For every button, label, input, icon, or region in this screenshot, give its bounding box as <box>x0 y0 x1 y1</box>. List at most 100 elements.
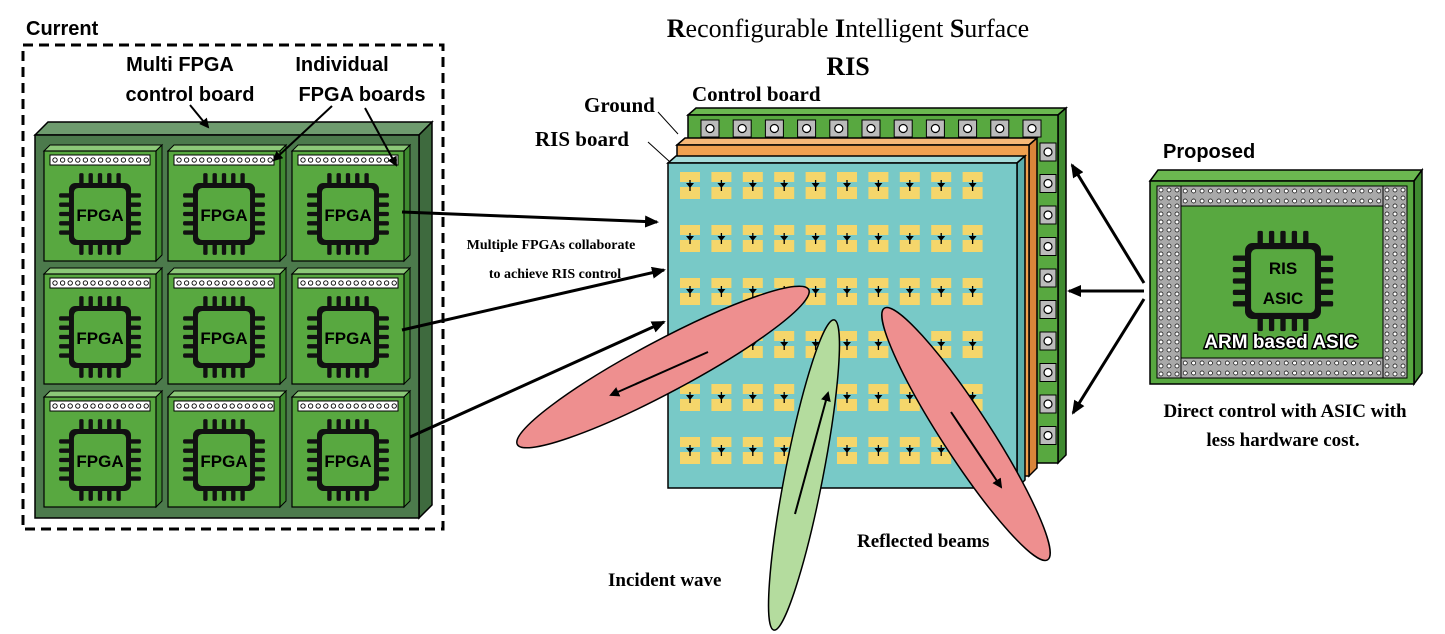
diode-icon <box>905 392 914 403</box>
pin-header-icon <box>732 119 752 138</box>
diode-icon <box>686 180 694 191</box>
multi-fpga-label-line2: control board <box>126 84 255 106</box>
incident-wave-beam <box>767 319 841 631</box>
fpga-chip-label: FPGA <box>324 452 371 471</box>
diode-icon <box>748 180 757 191</box>
diode-icon <box>843 180 851 191</box>
pin-header-icon <box>1039 394 1057 414</box>
pin-header-icon <box>1180 185 1384 207</box>
asic-chip-icon <box>1232 230 1334 332</box>
fpga-chip-label: FPGA <box>76 329 123 348</box>
ris-unit-cell <box>711 278 732 305</box>
fpga-chip-label: FPGA <box>200 452 247 471</box>
diode-icon <box>937 180 946 191</box>
pin-header-icon <box>1039 268 1057 288</box>
fpga-board-1: FPGA <box>42 143 164 263</box>
ris-unit-cell <box>711 225 732 252</box>
pin-header-icon <box>1039 237 1057 256</box>
proposed-section: Proposed RIS ASIC ARM based ASIC Direct … <box>1148 141 1424 451</box>
multi-fpga-label-line1: Multi FPGA <box>126 54 234 76</box>
diode-icon <box>780 445 789 456</box>
diode-icon <box>843 233 851 244</box>
asic-chip-line1: RIS <box>1269 259 1297 278</box>
ris-unit-cell <box>680 172 700 199</box>
diode-icon <box>717 445 726 456</box>
diode-icon <box>968 233 977 244</box>
ris-unit-cell <box>774 172 795 199</box>
ris-unit-cell <box>868 172 889 199</box>
diode-icon <box>874 286 883 297</box>
pointer-multi-board <box>189 104 210 129</box>
proposed-title: Proposed <box>1163 141 1255 163</box>
pin-header-icon <box>1039 363 1057 382</box>
diode-icon <box>780 180 789 191</box>
diode-icon <box>937 339 946 350</box>
fpga-chip-icon <box>59 296 141 378</box>
pointer-individual-board-2 <box>364 107 397 167</box>
pin-header-icon <box>925 119 945 138</box>
diode-icon <box>937 233 946 244</box>
pin-header-icon <box>49 277 151 289</box>
diode-icon <box>874 339 883 350</box>
proposed-caption-line2: less hardware cost. <box>1206 430 1359 451</box>
diode-icon <box>874 180 883 191</box>
diode-icon <box>686 233 694 244</box>
pin-header-icon <box>1039 426 1057 445</box>
asic-board-pin-headers <box>1156 185 1408 379</box>
pin-header-icon <box>173 400 275 412</box>
diode-icon <box>811 286 820 297</box>
pin-header-icon <box>861 119 881 138</box>
asic-chip-icon <box>1232 230 1334 332</box>
fpga-board-6: FPGA <box>290 266 412 386</box>
fpga-chip-label: FPGA <box>200 206 247 225</box>
title-rest-s: urface <box>964 14 1029 43</box>
diode-icon <box>748 286 757 297</box>
ris-unit-cell <box>868 331 889 358</box>
fpga-chip-icon <box>183 296 265 378</box>
ris-unit-cell <box>837 331 857 358</box>
ris-unit-cell <box>931 437 952 464</box>
diode-icon <box>780 233 789 244</box>
pin-header-icon <box>173 154 275 166</box>
asic-chip-line2: ASIC <box>1263 289 1304 308</box>
collab-label-line1: Multiple FPGAs collaborate <box>467 238 636 253</box>
ris-unit-cell <box>837 172 857 199</box>
diode-icon <box>686 286 694 297</box>
diode-icon <box>874 233 883 244</box>
ris-unit-cell <box>805 278 826 305</box>
title-rest-i: ntelligent <box>845 14 950 43</box>
diode-icon <box>843 392 851 403</box>
individual-fpga-label-line2: FPGA boards <box>298 84 425 106</box>
fpga-chip-label: FPGA <box>76 452 123 471</box>
diode-icon <box>843 339 851 350</box>
diode-icon <box>905 180 914 191</box>
fpga-chip-icon <box>59 419 141 501</box>
fpga-chip-label: FPGA <box>200 329 247 348</box>
ris-unit-cell <box>931 225 952 252</box>
current-title: Current <box>26 18 99 40</box>
pin-header-icon <box>1039 331 1057 351</box>
diode-icon <box>968 180 977 191</box>
pin-header-icon <box>1156 185 1182 379</box>
ris-unit-cell <box>774 331 795 358</box>
diode-icon <box>717 286 726 297</box>
incident-wave-label: Incident wave <box>608 570 721 591</box>
diode-icon <box>686 445 694 456</box>
ris-unit-cell <box>680 384 700 411</box>
arrow-fpga-row3 <box>409 320 666 439</box>
title-cap-r: R <box>667 14 686 43</box>
fpga-to-ris-arrows <box>401 210 666 439</box>
pin-header-icon <box>797 119 817 138</box>
reflected-beam-right <box>881 306 1051 562</box>
diode-icon <box>811 180 820 191</box>
diode-icon <box>717 392 726 403</box>
ris-unit-cell <box>805 225 826 252</box>
asic-to-ris-arrows <box>1067 163 1146 415</box>
ris-unit-cell <box>680 225 700 252</box>
ris-unit-cell <box>774 225 795 252</box>
ris-unit-cell <box>931 172 952 199</box>
ris-full-title: Reconfigurable Intelligent Surface <box>667 14 1029 43</box>
fpga-chip-label: FPGA <box>324 329 371 348</box>
pin-header-icon <box>1382 185 1408 379</box>
ris-unit-cell <box>711 437 732 464</box>
